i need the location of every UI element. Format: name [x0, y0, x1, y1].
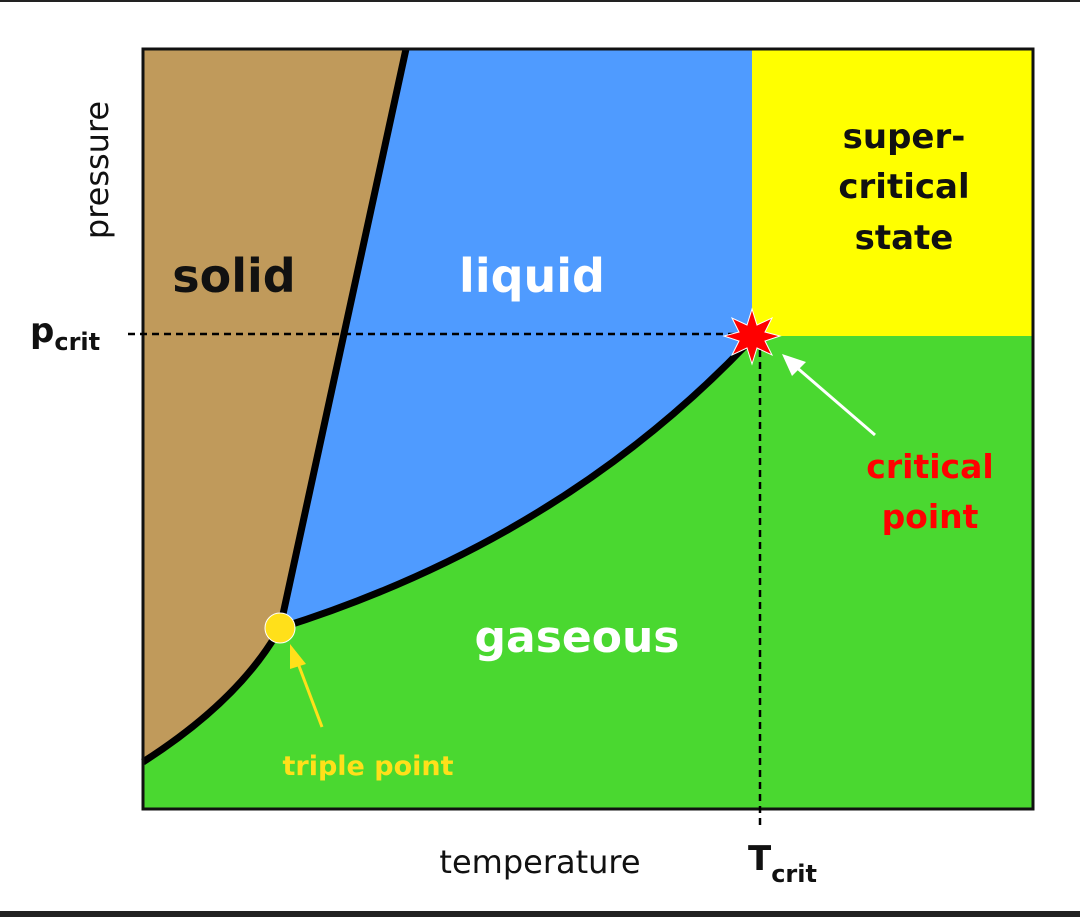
- region-label-gaseous: gaseous: [475, 612, 680, 663]
- critical-point-star-icon: [722, 307, 782, 366]
- plot-frame: [141, 47, 1035, 811]
- p-crit-label: pcrit: [30, 311, 100, 356]
- p-crit-sub: crit: [54, 328, 100, 356]
- critical-point-label-2: point: [882, 497, 979, 536]
- sublimation-curve: [141, 626, 284, 765]
- top-border-line: [0, 0, 1080, 2]
- region-label-supercritical-1: super-: [843, 117, 966, 157]
- region-label-supercritical-3: state: [855, 218, 954, 258]
- region-solid: [143, 49, 406, 762]
- region-label-liquid: liquid: [459, 249, 605, 303]
- region-supercritical: [752, 49, 1033, 336]
- region-label-solid: solid: [172, 249, 295, 303]
- bottom-border-bar: [0, 911, 1080, 917]
- triple-point-dot-icon: [264, 612, 296, 644]
- triple-point-arrow-icon: [290, 644, 324, 728]
- melting-curve: [276, 48, 410, 629]
- y-axis-label: pressure: [78, 101, 116, 239]
- x-axis-label: temperature: [439, 843, 640, 881]
- p-crit-main: p: [30, 311, 54, 351]
- t-crit-sub: crit: [771, 860, 817, 888]
- triple-point-label: triple point: [282, 751, 453, 782]
- critical-point-label-1: critical: [866, 447, 993, 486]
- region-label-supercritical-2: critical: [838, 167, 969, 207]
- region-liquid: [280, 49, 752, 628]
- critical-point-arrow-icon: [782, 354, 876, 437]
- t-crit-main: T: [748, 839, 772, 879]
- t-crit-label: Tcrit: [748, 839, 817, 888]
- vaporization-curve: [278, 340, 751, 632]
